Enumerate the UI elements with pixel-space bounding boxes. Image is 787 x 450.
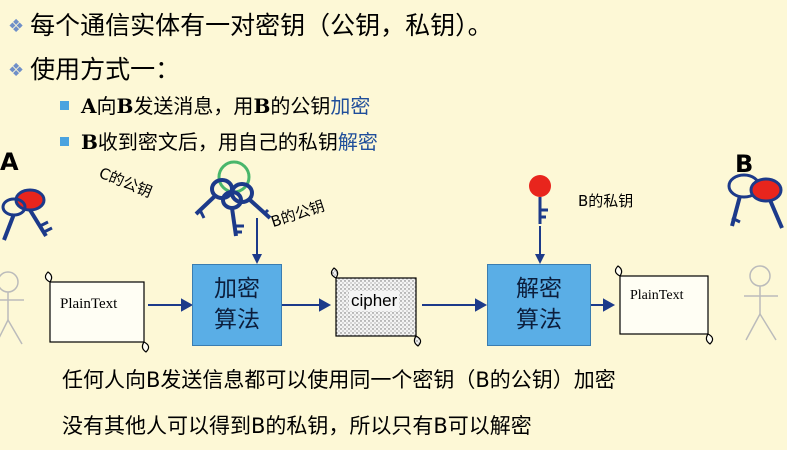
square-bullet-icon [60,101,69,110]
person-a-icon [0,271,24,345]
encrypt-algorithm-box: 加密 算法 [192,264,282,346]
bullet-line-1: ❖每个通信实体有一对密钥（公钥，私钥）。 [8,6,493,42]
bullet-text-2: 使用方式一： [30,55,181,84]
person-a-keys-icon [1,188,53,241]
decrypt-box-line-2: 算法 [516,307,562,333]
note-line-2: 没有其他人可以得到B的私钥，所以只有B可以解密 [62,414,532,438]
bullet-text-1: 每个通信实体有一对密钥（公钥，私钥）。 [30,11,493,40]
sub-bullet-2: B收到密文后，用自己的私钥解密 [60,126,378,155]
diamond-bullet-icon: ❖ [8,60,25,81]
person-b-label: B [735,150,754,178]
plaintext-scroll-right-icon [614,265,714,345]
person-b-icon [744,265,778,341]
encrypt-box-line-1: 加密 [214,276,260,302]
person-b-keys-icon [727,173,784,229]
person-a-label: A [0,148,19,176]
square-bullet-icon [60,137,69,146]
sub-bullet-1: A向B发送消息，用B的公钥加密 [60,90,370,119]
bullet-line-2: ❖使用方式一： [8,50,180,86]
decrypt-algorithm-box: 解密 算法 [487,264,591,346]
plaintext-right-label: PlainText [630,288,684,303]
cipher-label: cipher [349,291,400,311]
diamond-bullet-icon: ❖ [8,16,25,37]
public-keys-bunch-icon [194,160,272,237]
encrypt-box-line-2: 算法 [214,307,260,333]
plaintext-left-label: PlainText [60,296,118,312]
note-line-1: 任何人向B发送信息都可以使用同一个密钥（B的公钥）加密 [62,368,616,392]
b-private-key-label: B的私钥 [578,192,634,210]
flow-arrows [148,298,616,312]
decrypt-box-line-1: 解密 [516,276,562,302]
private-key-icon [529,175,551,224]
plaintext-scroll-left-icon [44,271,150,353]
